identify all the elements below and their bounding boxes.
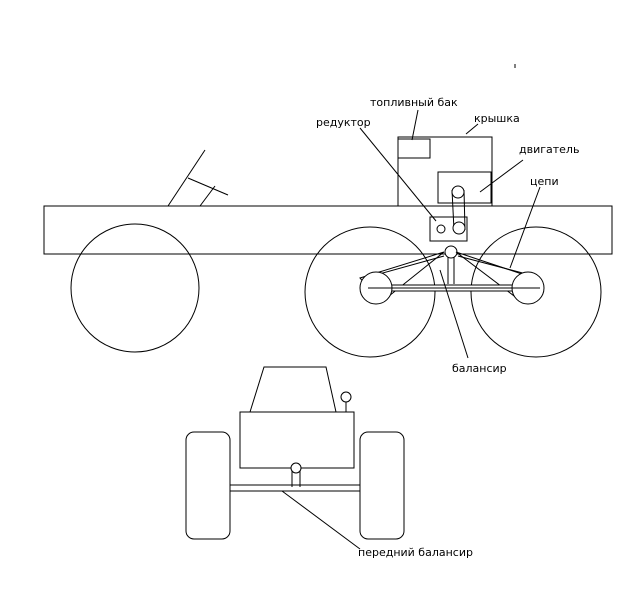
label-engine: двигатель [519, 143, 579, 156]
rear-lever [167, 149, 229, 207]
front-balancer-axle [229, 484, 361, 492]
front-pivot [290, 462, 302, 474]
right-front-wheel [359, 431, 405, 540]
front-view: передний балансир [185, 366, 473, 559]
frame-rail [43, 205, 613, 255]
exhaust-cap [340, 391, 352, 403]
engine-cover [397, 136, 493, 206]
rear-wheel [470, 226, 602, 358]
label-lid: крышка [474, 112, 520, 125]
label-fuel-tank: топливный бак [370, 96, 458, 109]
fuel-tank [397, 138, 431, 159]
label-chains: цепи [530, 175, 559, 188]
balancer-assembly [359, 245, 545, 305]
label-balancer: балансир [452, 362, 507, 375]
hood [249, 366, 337, 413]
body [239, 411, 355, 469]
drive-chain-vertical [436, 185, 466, 235]
side-view: топливный бак крышка редуктор двигатель … [43, 64, 613, 375]
middle-wheel [304, 226, 436, 358]
label-front-balancer: передний балансир [358, 546, 473, 559]
leader-lines [359, 109, 541, 359]
label-reducer: редуктор [316, 116, 371, 129]
left-front-wheel [185, 431, 231, 540]
front-wheel [70, 223, 200, 353]
